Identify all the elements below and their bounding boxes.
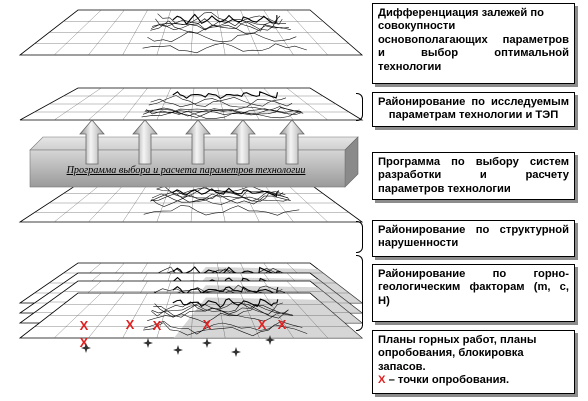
label-line: нарушенности xyxy=(378,237,459,250)
sampling-point-mark: Х xyxy=(80,318,89,333)
contour-line xyxy=(150,15,281,31)
legend-sampling-mark: Х xyxy=(378,374,386,387)
arrow-shape xyxy=(185,119,211,165)
label-program: Программа по выбору систем разработки и … xyxy=(372,152,575,200)
contour-line xyxy=(148,95,287,107)
contour-line xyxy=(145,106,302,117)
up-arrow-4 xyxy=(230,119,256,165)
contour-line xyxy=(151,194,290,207)
contour-line xyxy=(143,320,303,335)
sampling-point-mark: Х xyxy=(80,335,89,350)
label-line: запасов. xyxy=(378,360,426,373)
contour-line xyxy=(147,312,293,324)
contour-line xyxy=(150,98,293,108)
arrows-group xyxy=(79,119,305,165)
label-line: технологии xyxy=(378,60,442,73)
contour-line xyxy=(143,322,308,337)
map-layer-7 xyxy=(18,292,364,339)
map-shaded-zone xyxy=(173,297,362,338)
dense-contour xyxy=(172,286,279,296)
bracket-zoning-geological xyxy=(356,255,363,331)
sampling-point-mark: Х xyxy=(258,317,267,332)
bracket-zoning-structural xyxy=(356,221,363,253)
up-arrow-5 xyxy=(279,119,305,165)
up-arrow-3 xyxy=(185,119,211,165)
label-line: Районирование по исследуемым xyxy=(378,96,569,108)
star-point-icon xyxy=(143,338,153,348)
dense-contour xyxy=(172,298,279,309)
map-layer-3 xyxy=(18,183,364,223)
dense-contour xyxy=(172,13,278,25)
sampling-point-mark: Х xyxy=(153,318,162,333)
label-line: опробования, блокировка xyxy=(378,347,524,360)
contour-line xyxy=(144,108,303,115)
label-line: H) xyxy=(378,294,390,307)
contour-line xyxy=(156,186,289,199)
dense-contour xyxy=(172,266,281,277)
map-layer-2 xyxy=(19,87,364,121)
arrow-shape xyxy=(79,119,105,165)
label-line: параметров технологии xyxy=(378,182,511,195)
contour-line xyxy=(151,301,284,317)
contour-line xyxy=(151,191,289,203)
arrow-shape xyxy=(230,119,256,165)
label-line: Дифференциация залежей по xyxy=(378,7,544,19)
label-zoning-structural: Районирование по структурной нарушенност… xyxy=(372,220,575,257)
label-line: Программа по выбору систем xyxy=(378,156,569,168)
up-arrow-2 xyxy=(132,119,158,165)
star-point-icon xyxy=(231,347,241,357)
legend-text: – точки опробования. xyxy=(385,374,510,387)
map-layer-1 xyxy=(18,9,364,56)
star-point-icon xyxy=(173,345,183,355)
label-differentiation: Дифференциация залежей по совокупности о… xyxy=(372,3,575,84)
label-line: разработки и расчету xyxy=(378,169,569,182)
contour-line xyxy=(150,20,291,35)
label-zoning-tep: Районирование по исследуемым параметрам … xyxy=(372,92,575,127)
map-layers xyxy=(18,9,364,339)
contour-line xyxy=(147,30,297,43)
contour-line xyxy=(142,42,307,54)
star-point-icon xyxy=(81,343,91,353)
dense-contour xyxy=(172,91,279,100)
label-line: и выбор оптимальной xyxy=(378,47,569,60)
sampling-point-mark: Х xyxy=(126,317,135,332)
arrow-shape xyxy=(279,119,305,165)
arrow-shape xyxy=(132,119,158,165)
label-zoning-geological: Районирование по горно- геологическим фа… xyxy=(372,264,575,322)
dense-contour xyxy=(172,187,280,197)
up-arrow-1 xyxy=(79,119,105,165)
bracket-zoning-tep xyxy=(356,93,363,121)
label-line: параметрам технологии и ТЭП xyxy=(388,109,559,122)
contour-line xyxy=(156,185,284,196)
contour-line xyxy=(154,303,289,318)
label-line: геологическим факторам (m, c, xyxy=(378,281,569,294)
sampling-point-mark: Х xyxy=(203,317,212,332)
sampling-point-mark: Х xyxy=(278,317,287,332)
label-legend: Х – точки опробования. xyxy=(378,374,569,387)
star-point-icon xyxy=(202,338,212,348)
contour-line xyxy=(142,107,304,118)
band-title: Программа выбора и расчета параметров те… xyxy=(66,165,306,176)
label-line: Районирование по структурной xyxy=(378,224,569,236)
label-mining-plans: Планы горных работ, планы опробования, б… xyxy=(372,330,575,394)
contour-line xyxy=(143,205,300,216)
contour-line xyxy=(151,303,289,319)
contour-line xyxy=(150,194,291,205)
label-line: Районирование по горно- xyxy=(378,268,569,280)
label-line: совокупности xyxy=(378,20,456,33)
contour-line xyxy=(141,110,302,119)
star-point-icon xyxy=(265,335,275,345)
label-line: Планы горных работ, планы xyxy=(378,334,537,346)
label-line: основополагающих параметров xyxy=(378,33,569,46)
